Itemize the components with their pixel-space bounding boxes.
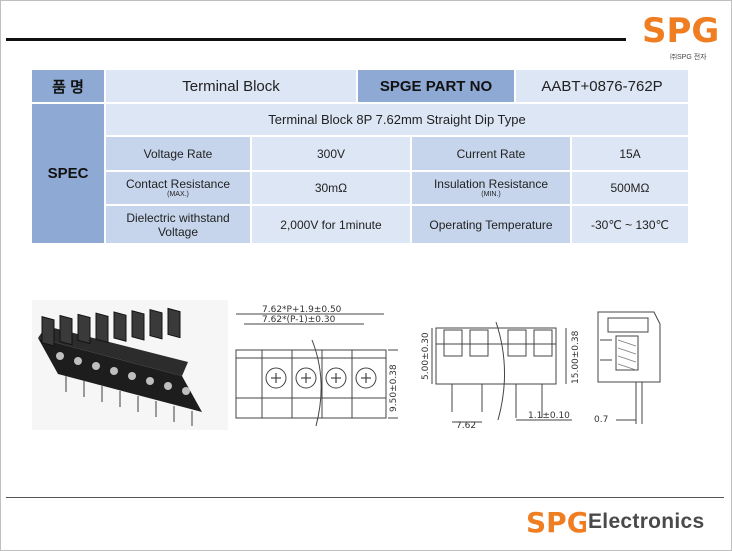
spec-key: Current Rate <box>410 135 572 172</box>
dim-side-b: 15.00±0.38 <box>571 330 581 384</box>
brand-logo-bottom: SPG Electronics <box>526 502 726 542</box>
dim-side-a: 5.00±0.30 <box>421 332 431 380</box>
dim-side-pitch: 7.62 <box>456 421 476 430</box>
table-row: Contact Resistance(MAX.) 30mΩ Insulation… <box>31 170 690 206</box>
product-photo <box>32 300 228 430</box>
spec-key-note: (MIN.) <box>481 191 501 198</box>
dim-pitch-span: 7.62*(P-1)±0.30 <box>262 315 336 325</box>
spec-description: Terminal Block 8P 7.62mm Straight Dip Ty… <box>104 102 690 137</box>
spec-key: Insulation Resistance(MIN.) <box>410 170 572 206</box>
brand-subtitle: ㈜SPG 전자 <box>670 54 707 61</box>
spec-value: 300V <box>250 135 412 172</box>
side-view-drawing: 5.00±0.30 15.00±0.38 7.62 1.1±0.10 <box>421 321 581 430</box>
front-view-drawing: 7.62*P+1.9±0.50 7.62*(P-1)±0.30 9.50±0.3… <box>235 305 399 427</box>
product-name-value: Terminal Block <box>104 68 358 104</box>
top-divider <box>6 38 626 41</box>
brand-logo-top: SPG ㈜SPG 전자 <box>640 8 720 62</box>
spg-logo-mark: SPG <box>642 11 719 48</box>
spec-key: Voltage Rate <box>104 135 252 172</box>
dim-end-thickness: 0.7 <box>594 415 608 425</box>
spec-value: 15A <box>570 135 690 172</box>
spec-value: 2,000V for 1minute <box>250 204 412 245</box>
spec-table: 품 명 Terminal Block SPGE PART NO AABT+087… <box>30 68 690 245</box>
part-no-value: AABT+0876-762P <box>514 68 690 104</box>
spec-key: Operating Temperature <box>410 204 572 245</box>
header-row: 품 명 Terminal Block SPGE PART NO AABT+087… <box>30 68 690 104</box>
dim-pin-size: 1.1±0.10 <box>528 411 570 421</box>
dim-overall-width: 7.62*P+1.9±0.50 <box>262 305 342 315</box>
logo-lettering: SPG <box>526 506 586 538</box>
table-row: Voltage Rate 300V Current Rate 15A <box>31 135 690 172</box>
spec-value: 30mΩ <box>250 170 412 206</box>
bottom-divider <box>6 497 724 498</box>
brand-wordmark: Electronics <box>588 510 705 533</box>
dim-front-height: 9.50±0.38 <box>389 364 399 412</box>
spec-value: -30℃ ~ 130℃ <box>570 204 690 245</box>
table-row: Dielectric withstand Voltage 2,000V for … <box>31 204 690 245</box>
spec-side-label: SPEC <box>30 102 106 245</box>
end-view-drawing: 0.7 <box>594 311 661 425</box>
product-name-label: 품 명 <box>30 68 106 104</box>
logo-lettering: SPG <box>642 11 719 48</box>
spg-logo-mark: SPG <box>526 506 586 538</box>
spec-key-note: (MAX.) <box>167 191 189 198</box>
spec-value: 500MΩ <box>570 170 690 206</box>
description-row: SPEC Terminal Block 8P 7.62mm Straight D… <box>30 102 690 245</box>
spec-key: Dielectric withstand Voltage <box>104 204 252 245</box>
part-no-label: SPGE PART NO <box>356 68 516 104</box>
spec-key: Contact Resistance(MAX.) <box>104 170 252 206</box>
